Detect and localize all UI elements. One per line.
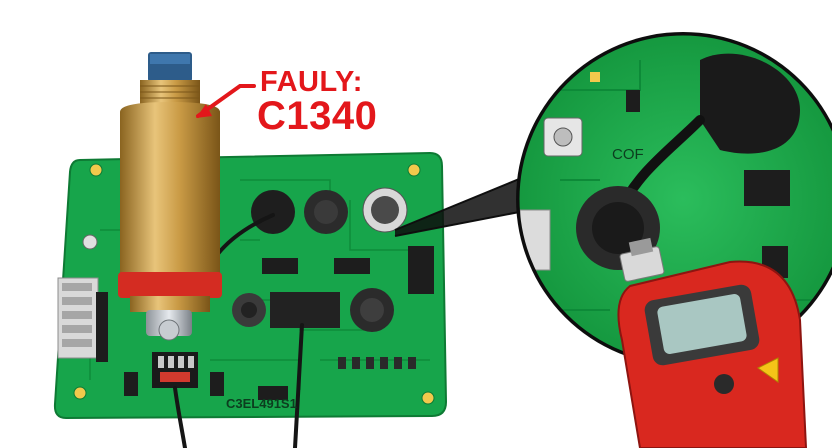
board-silkscreen-label: C3EL491S1 xyxy=(226,396,297,411)
callout-arrowhead xyxy=(196,104,212,118)
multimeter-yellow-button xyxy=(757,357,779,383)
multimeter-dial xyxy=(714,374,734,394)
multimeter-device xyxy=(617,237,808,448)
fault-code: C1340 xyxy=(257,94,378,138)
callout-pointer-line xyxy=(196,84,256,118)
zoom-silkscreen-label: COF xyxy=(612,146,644,163)
pcb-board xyxy=(53,151,448,420)
sensor-component xyxy=(118,52,222,341)
fault-callout-label: FAULY: xyxy=(260,66,363,98)
